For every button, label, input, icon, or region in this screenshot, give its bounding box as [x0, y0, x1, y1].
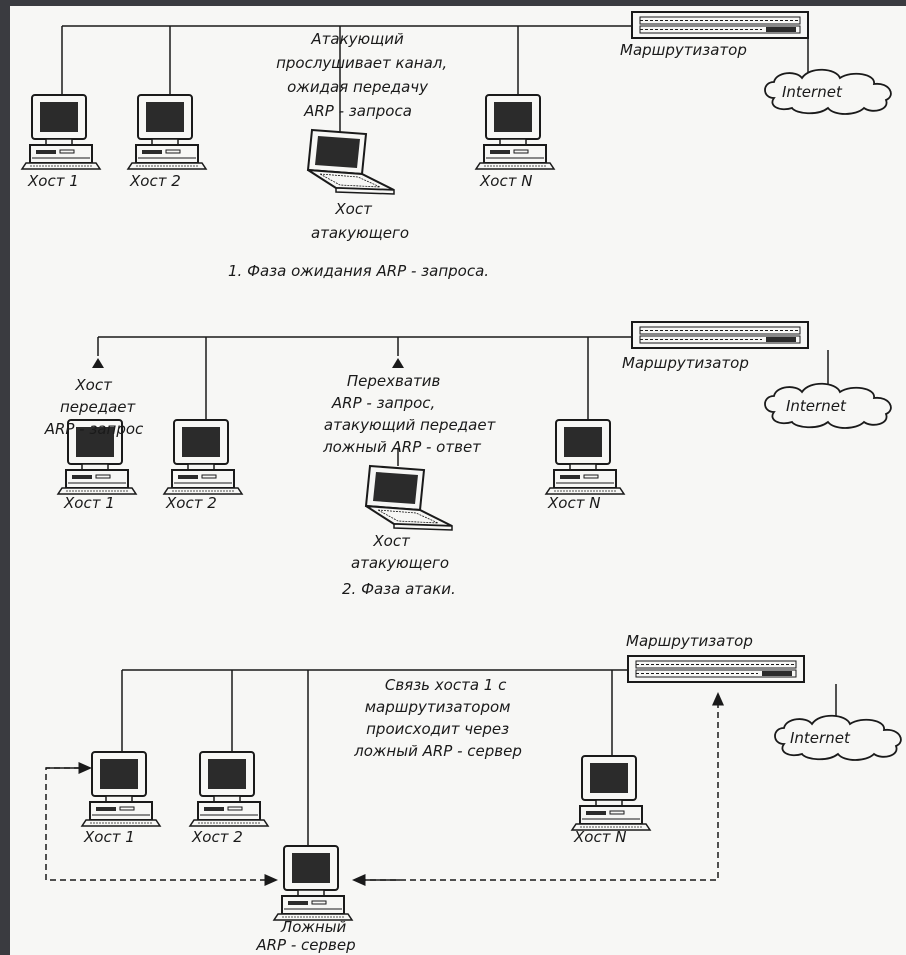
router-label: Маршрутизатор: [620, 41, 747, 59]
router-icon: [631, 11, 809, 39]
attacker-note: Атакующий прослушивает канал, ожидая пер…: [276, 30, 452, 120]
fake-arp-server-label: Ложный ARP - сервер: [255, 918, 355, 954]
host-n-label: Хост N: [479, 172, 532, 190]
host-2-label: Хост 2: [191, 828, 243, 846]
internet-label: Internet: [790, 729, 851, 747]
phase-3-panel: Маршрутизатор Internet Хост 1 Хост 2 Хос…: [45, 632, 902, 954]
host-1-desktop-icon: [21, 94, 101, 170]
host-2-label: Хост 2: [165, 494, 217, 512]
router-label: Маршрутизатор: [622, 354, 749, 372]
host-n-label: Хост N: [547, 494, 600, 512]
phase-2-panel: Маршрутизатор Internet Хост 1 Хост 2 Хос…: [44, 321, 892, 598]
phase-2-caption: 2. Фаза атаки.: [342, 580, 456, 598]
internet-label: Internet: [782, 83, 843, 101]
attacker-laptop-icon: [365, 465, 453, 531]
internet-label: Internet: [786, 397, 847, 415]
host-sends-request-note: Хост передает ARP - запрос: [44, 376, 144, 438]
router-icon: [631, 321, 809, 349]
host-2-desktop-icon: [163, 419, 243, 495]
attacker-label: Хост атакующего: [311, 200, 409, 242]
host-1-label: Хост 1: [63, 494, 115, 512]
router-icon: [627, 655, 805, 683]
host-1-desktop-icon: [81, 751, 161, 827]
host-n-label: Хост N: [573, 828, 626, 846]
host-1-label: Хост 1: [83, 828, 135, 846]
router-label: Маршрутизатор: [626, 632, 753, 650]
arrow-up-icon: [392, 358, 404, 368]
fake-arp-server-desktop-icon: [273, 845, 353, 921]
connection-note: Связь хоста 1 с маршрутизатором происход…: [353, 676, 522, 760]
host-n-desktop-icon: [545, 419, 625, 495]
host-1-label: Хост 1: [27, 172, 79, 190]
attacker-label: Хост атакующего: [351, 532, 449, 572]
attacker-laptop-icon: [307, 129, 395, 195]
attacker-note: Перехватив ARP - запрос, атакующий перед…: [322, 372, 500, 456]
phase-1-panel: Маршрутизатор Internet Хост 1 Хост 2 Хос…: [21, 11, 892, 280]
phase-1-caption: 1. Фаза ожидания ARP - запроса.: [228, 262, 489, 280]
arrow-up-icon: [92, 358, 104, 368]
host-2-desktop-icon: [189, 751, 269, 827]
host-2-desktop-icon: [127, 94, 207, 170]
host-n-desktop-icon: [571, 755, 651, 831]
host-n-desktop-icon: [475, 94, 555, 170]
host-2-label: Хост 2: [129, 172, 181, 190]
